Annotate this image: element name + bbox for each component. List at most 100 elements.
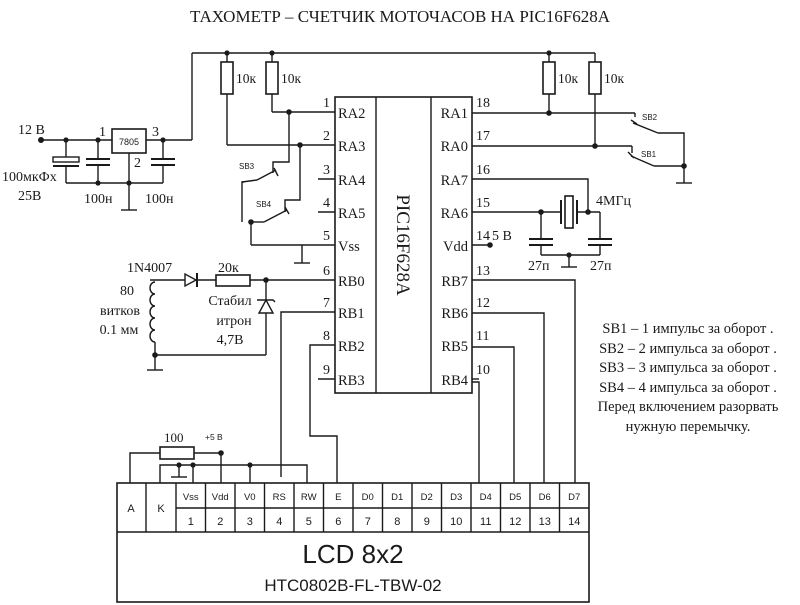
mcu-pin-number: 3 [323,163,330,178]
mcu-pin-number: 16 [476,163,490,178]
lcd-pin-number: 12 [509,516,521,528]
lcd-pin-number: 8 [394,516,400,528]
mcu-pin-number: 2 [323,129,330,144]
switch-sb3-label: SB3 [239,162,255,171]
lcd-pin-e: E [335,492,341,503]
electrolytic-capacitor [52,140,80,183]
lcd-pin-number: 11 [480,516,491,528]
mcu-pin-ra2: RA2 [338,106,365,122]
note-sb2: SB2 – 2 импульса за оборот . [599,340,777,357]
switch-sb1-label: SB1 [641,150,657,159]
microcontroller: PIC16F628A 1RA22RA33RA44RA55Vss6RB07RB18… [318,96,512,394]
lcd-pin-a: A [127,503,135,515]
svg-text:витков: витков [100,304,140,319]
mcu-pin-rb1: RB1 [338,306,365,322]
lcd-pin-d3: D3 [450,492,462,503]
resistor-20k [215,274,251,287]
lcd-pin-d5: D5 [509,492,521,503]
lcd-pin-number: 1 [188,516,194,528]
mcu-pin-number: 12 [476,296,490,311]
mcu-pin-number: 10 [476,363,490,378]
resistor-r-ra1 [542,61,556,95]
output-cap-label: 100н [145,192,174,207]
mcu-pin-rb5: RB5 [441,339,468,355]
lcd-pin-vdd: Vdd [212,492,229,503]
note-sb4: SB4 – 4 импульса за оборот . [599,379,777,396]
lcd-pin-d1: D1 [391,492,403,503]
lcd-pin-number: 5 [306,516,312,528]
mcu-pin-number: 14 [476,229,490,244]
lcd-pin-number: 9 [424,516,430,528]
note-sb1: SB1 – 1 импульс за оборот . [602,321,774,337]
lcd-pin-number: 14 [568,516,580,528]
coil-label: 0.1 мм [100,323,139,338]
svg-text:2: 2 [134,156,141,171]
output-capacitor [151,140,175,183]
mcu-pin-rb0: RB0 [338,274,365,290]
mcu-pin-vdd: Vdd [443,239,469,255]
input-capacitor [86,140,110,183]
lcd-pin-d4: D4 [480,492,492,503]
mcu-pin-number: 18 [476,96,490,111]
note-instruction-2: нужную перемычку. [625,418,751,435]
lcd-pin-d2: D2 [421,492,433,503]
mcu-pin-number: 4 [323,196,330,211]
mcu-pin-rb2: RB2 [338,339,365,355]
lcd-pin-number: 4 [276,516,282,528]
input-cap-label: 100н [84,192,113,207]
lcd-pin-rw: RW [301,492,317,503]
lcd-pin-number: 10 [450,516,462,528]
mcu-pin-number: 13 [476,264,490,279]
mcu-pin-ra1: RA1 [441,106,468,122]
mcu-pin-ra6: RA6 [441,206,468,222]
crystal-frequency: 4МГц [596,194,632,209]
zener-label: 4,7В [217,333,244,348]
mcu-pin-ra0: RA0 [441,139,468,155]
svg-text:Стабил: Стабил [208,294,251,309]
switch-sb2-label: SB2 [642,113,658,122]
mcu-pin-number: 8 [323,329,330,344]
lcd-pin-d7: D7 [568,492,580,503]
backlight-resistor [159,446,195,460]
lcd-pin-number: 6 [335,516,341,528]
resistor-r-ra0 [588,61,602,95]
lcd-supply-label: +5 В [205,432,223,442]
mcu-pin-number: 11 [476,329,489,344]
mcu-pin-vss: Vss [338,239,360,255]
jumper-notes: SB1 – 1 импульс за оборот . SB2 – 2 импу… [578,320,798,437]
osc-cap1-label: 27п [528,259,550,274]
crystal [564,195,574,229]
electrolytic-cap-label: 100мкФх [2,170,57,185]
pullup-resistors-right: 10к 10к SB2 SB1 [472,50,692,184]
lcd-pin-number: 7 [365,516,371,528]
svg-text:10к: 10к [281,71,302,86]
pickup-coil [149,279,156,343]
switches-sb3-sb4: SB3 SB4 [239,112,335,264]
lcd-module: A K Vss1Vdd2V03RS4RW5E6D07D18D29D310D411… [116,482,590,603]
mcu-pin-number: 9 [323,363,330,378]
mcu-pin-rb6: RB6 [441,306,468,322]
mcu-name: PIC16F628A [392,194,413,296]
mcu-pin-number: 7 [323,296,330,311]
svg-text:3: 3 [152,125,159,140]
svg-text:10к: 10к [604,71,625,86]
lcd-pin-number: 2 [217,516,223,528]
mcu-pin-number: 6 [323,264,330,279]
svg-text:итрон: итрон [216,314,252,329]
lcd-bus-wires: 100 +5 В [129,279,576,483]
lcd-pin-vss: Vss [183,492,199,503]
lcd-pin-d0: D0 [362,492,374,503]
diode-label: 1N4007 [127,261,172,276]
mcu-pin-rb3: RB3 [338,373,365,389]
mcu-pin-rb4: RB4 [441,373,468,389]
osc-cap2-label: 27п [590,259,612,274]
lcd-pin-v0: V0 [244,492,256,503]
svg-text:10к: 10к [236,71,257,86]
zener-diode [257,280,276,355]
mcu-pin-number: 5 [323,229,330,244]
mcu-pin-ra5: RA5 [338,206,365,222]
note-instruction-1: Перед включением разорвать [597,399,779,415]
svg-text:80: 80 [120,284,134,299]
note-sb3: SB3 – 3 импульса за оборот . [599,360,777,376]
